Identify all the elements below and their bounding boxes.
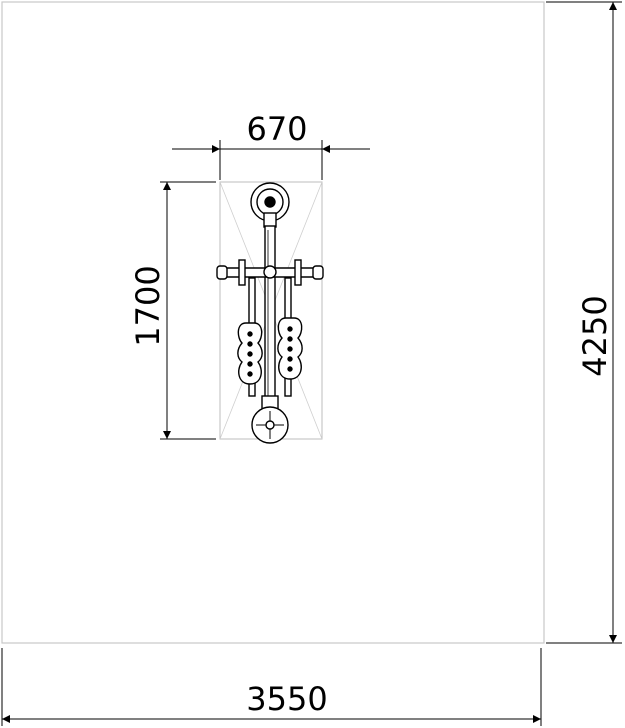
dimension-area-width: 3550: [1, 648, 542, 726]
top-wheel: [250, 182, 290, 228]
dimension-label-1700: 1700: [129, 265, 167, 346]
dimension-label-670: 670: [246, 110, 307, 148]
bottom-base-plate: [251, 406, 289, 444]
dimension-equipment-length: 1700: [129, 181, 216, 440]
dimension-label-3550: 3550: [246, 680, 327, 718]
handlebar: [216, 259, 324, 286]
central-beam: [264, 225, 276, 411]
equipment-plan-view: [216, 182, 324, 444]
dimension-equipment-width: 670: [172, 110, 370, 180]
safety-area-outline: [1, 1, 545, 644]
right-foot-pedal: [277, 317, 303, 380]
dimension-area-length: 4250: [546, 1, 622, 644]
left-foot-pedal: [237, 322, 263, 385]
dimension-label-4250: 4250: [576, 295, 614, 376]
